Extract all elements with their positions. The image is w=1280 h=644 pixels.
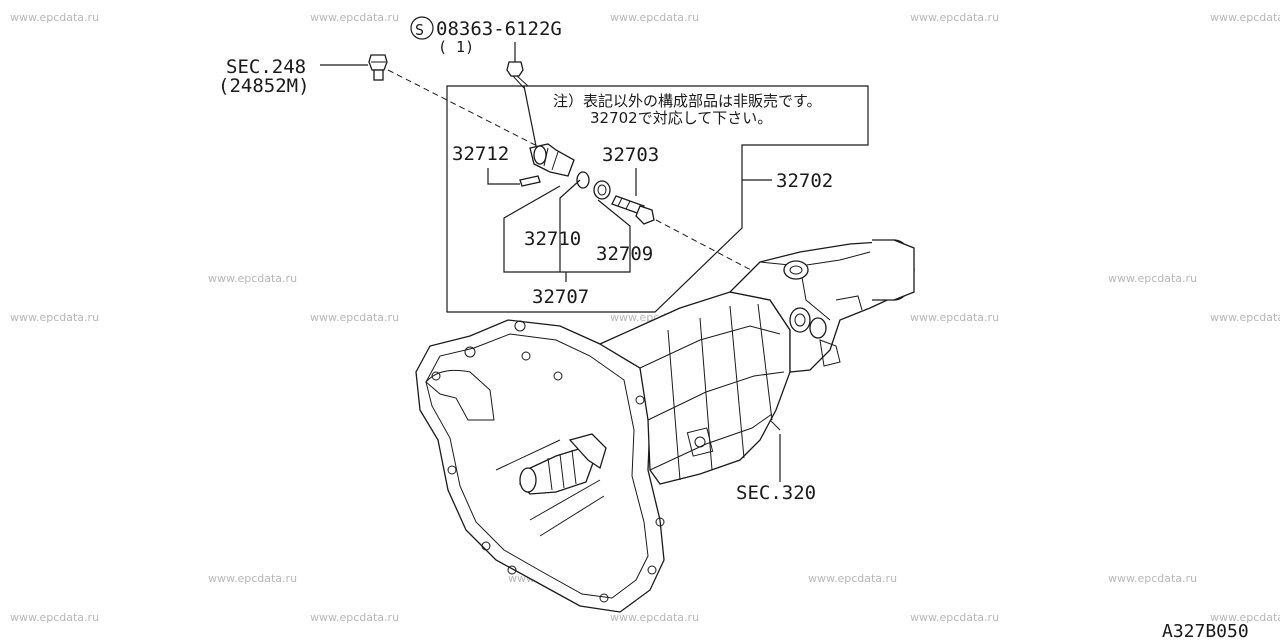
section-248-label: SEC.248 bbox=[226, 56, 306, 78]
watermark: www.epcdata.ru bbox=[1108, 572, 1197, 585]
bolt-part-number: 08363-6122G bbox=[436, 18, 562, 40]
watermark: www.epcdata.ru bbox=[1210, 311, 1280, 324]
leader-line bbox=[487, 168, 520, 185]
s-symbol: S bbox=[415, 21, 424, 39]
section-248-code: (24852M) bbox=[218, 75, 310, 97]
watermark: www.epcdata.ru bbox=[910, 311, 999, 324]
leader-line bbox=[559, 179, 581, 272]
assembly-frame bbox=[446, 85, 869, 313]
transmission-assembly-illustration bbox=[415, 239, 915, 613]
watermark: www.epcdata.ru bbox=[910, 11, 999, 24]
part-32703-label: 32703 bbox=[602, 144, 659, 166]
bolt-icon bbox=[506, 61, 529, 89]
part-32707-label: 32707 bbox=[532, 286, 589, 308]
watermark: www.epcdata.ru bbox=[10, 11, 99, 24]
bracket-line bbox=[503, 185, 631, 273]
watermark: www.epcdata.ru bbox=[910, 611, 999, 624]
watermark: www.epcdata.ru bbox=[310, 11, 399, 24]
watermark: www.epcdata.ru bbox=[1210, 611, 1280, 624]
watermark: www.epcdata.ru bbox=[208, 572, 297, 585]
part-32712-label: 32712 bbox=[452, 143, 509, 165]
watermark: www.epcdata.ru bbox=[310, 611, 399, 624]
oil-seal-icon bbox=[593, 180, 611, 200]
watermark: www.epcdata.ru bbox=[10, 311, 99, 324]
dashed-alignment-line bbox=[655, 219, 771, 281]
dashed-alignment-line bbox=[387, 69, 546, 151]
pinion-sleeve-icon bbox=[519, 143, 575, 187]
watermark: www.epcdata.ru bbox=[610, 611, 699, 624]
watermark: www.epcdata.ru bbox=[1108, 272, 1197, 285]
speedometer-cable-fitting-icon bbox=[368, 54, 388, 81]
watermark: www.epcdata.ru bbox=[208, 272, 297, 285]
watermark: www.epcdata.ru bbox=[310, 311, 399, 324]
watermark: www.epcdata.ru bbox=[808, 572, 897, 585]
note-line-1: 注）表記以外の構成部品は非販売です。 bbox=[553, 92, 822, 110]
watermark: www.epcdata.ru bbox=[1210, 11, 1280, 24]
leader-line bbox=[523, 85, 537, 147]
bolt-quantity: ( 1) bbox=[438, 38, 474, 56]
part-32702-label: 32702 bbox=[776, 170, 833, 192]
part-32710-label: 32710 bbox=[524, 228, 581, 250]
watermark: www.epcdata.ru bbox=[610, 11, 699, 24]
figure-id: A327B050 bbox=[1162, 621, 1249, 640]
o-ring-icon bbox=[576, 171, 590, 189]
pinion-gear-icon bbox=[611, 195, 655, 225]
part-32709-label: 32709 bbox=[596, 243, 653, 265]
section-320-label: SEC.320 bbox=[736, 482, 816, 504]
note-line-2: 32702で対応して下さい。 bbox=[590, 109, 772, 127]
watermark: www.epcdata.ru bbox=[10, 611, 99, 624]
s-symbol-circle bbox=[410, 16, 434, 40]
